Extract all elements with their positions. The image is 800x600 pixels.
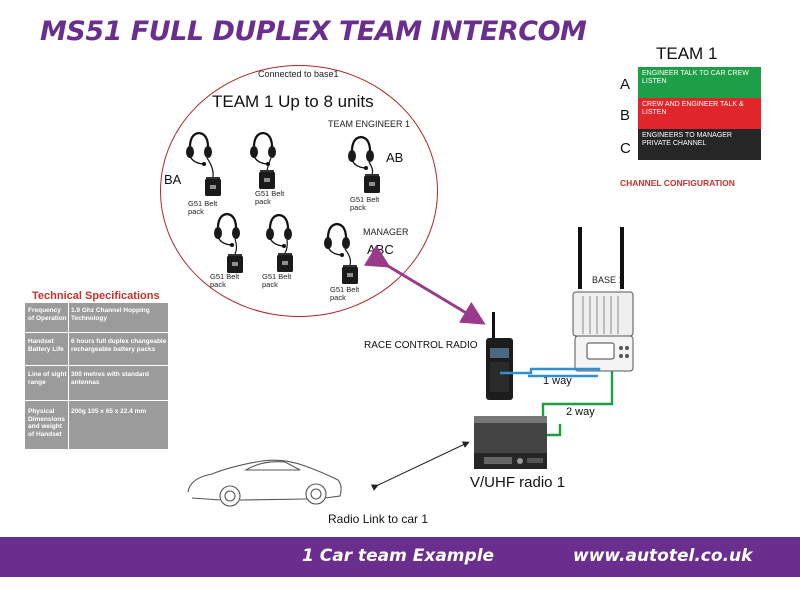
tech-specs-title: Technical Specifications	[32, 290, 160, 302]
base-unit	[572, 227, 634, 372]
channel-tag-ab: AB	[386, 150, 404, 165]
engineer-label: TEAM ENGINEER 1	[328, 119, 411, 129]
race-control-radio	[486, 312, 513, 400]
car-link-label: Radio Link to car 1	[328, 512, 429, 526]
two-way-label: 2 way	[566, 406, 595, 418]
belt-pack-label: G51 Belt pack	[350, 195, 380, 212]
spec-label: Physical Dimensions and weight of Handse…	[28, 408, 65, 438]
spec-value: 1.9 Ghz Channel Hopping Technology	[71, 307, 150, 322]
headset-unit	[184, 131, 221, 196]
headset-unit	[322, 222, 358, 284]
channel-letter-a: A	[620, 76, 631, 93]
one-way-label: 1 way	[543, 375, 572, 387]
spec-value: 300 metres with standard antennas	[71, 371, 150, 386]
headset-unit	[264, 213, 294, 272]
page-title: MS51 FULL DUPLEX TEAM INTERCOM	[40, 16, 587, 47]
race-control-radio-label: RACE CONTROL RADIO	[364, 340, 478, 351]
spec-label: Line of sight range	[28, 371, 67, 386]
channel-letter-c: C	[620, 140, 631, 157]
team-heading: TEAM 1 Up to 8 units	[212, 92, 374, 111]
footer-caption: 1 Car team Example	[302, 546, 495, 566]
base-label: BASE 1	[592, 275, 624, 285]
tech-specs-table: Frequency of Operation 1.9 Ghz Channel H…	[25, 303, 168, 449]
vuhf-radio	[474, 416, 547, 469]
spec-label: Handset Battery Life	[28, 338, 64, 353]
spec-value: 6 hours full duplex changeable rechargea…	[71, 338, 167, 353]
channel-row-b: CREW AND ENGINEER TALK & LISTEN	[638, 98, 761, 129]
race-car	[187, 459, 342, 507]
vuhf-radio-label: V/UHF radio 1	[470, 474, 566, 491]
team-label: TEAM 1	[656, 44, 718, 63]
headset-unit	[212, 212, 243, 273]
footer-website-link[interactable]: www.autotel.co.uk	[573, 546, 753, 566]
connected-label: Connected to base1	[258, 69, 339, 79]
spec-label: Frequency of Operation	[28, 307, 67, 322]
headset-unit	[248, 131, 278, 189]
belt-pack-label: G51 Belt pack	[330, 285, 360, 302]
manager-label: MANAGER	[363, 227, 409, 237]
belt-pack-label: G51 Belt pack	[262, 272, 292, 289]
belt-pack-label: G51 Belt pack	[210, 272, 240, 289]
headset-unit	[346, 135, 380, 193]
channel-row-c: ENGINEERS TO MANAGER PRIVATE CHANNEL	[638, 129, 761, 160]
channel-letter-b: B	[620, 107, 631, 124]
channel-config-caption: CHANNEL CONFIGURATION	[620, 178, 735, 188]
spec-value: 200g 105 x 65 x 22.4 mm	[71, 408, 147, 415]
belt-pack-label: G51 Belt pack	[255, 189, 285, 206]
belt-pack-label: G51 Belt pack	[188, 199, 218, 216]
channel-row-a: ENGINEER TALK TO CAR CREW LISTEN	[638, 67, 761, 98]
team-circle	[160, 65, 438, 317]
channel-tag-ba: BA	[164, 172, 182, 187]
footer-bar	[0, 537, 800, 577]
